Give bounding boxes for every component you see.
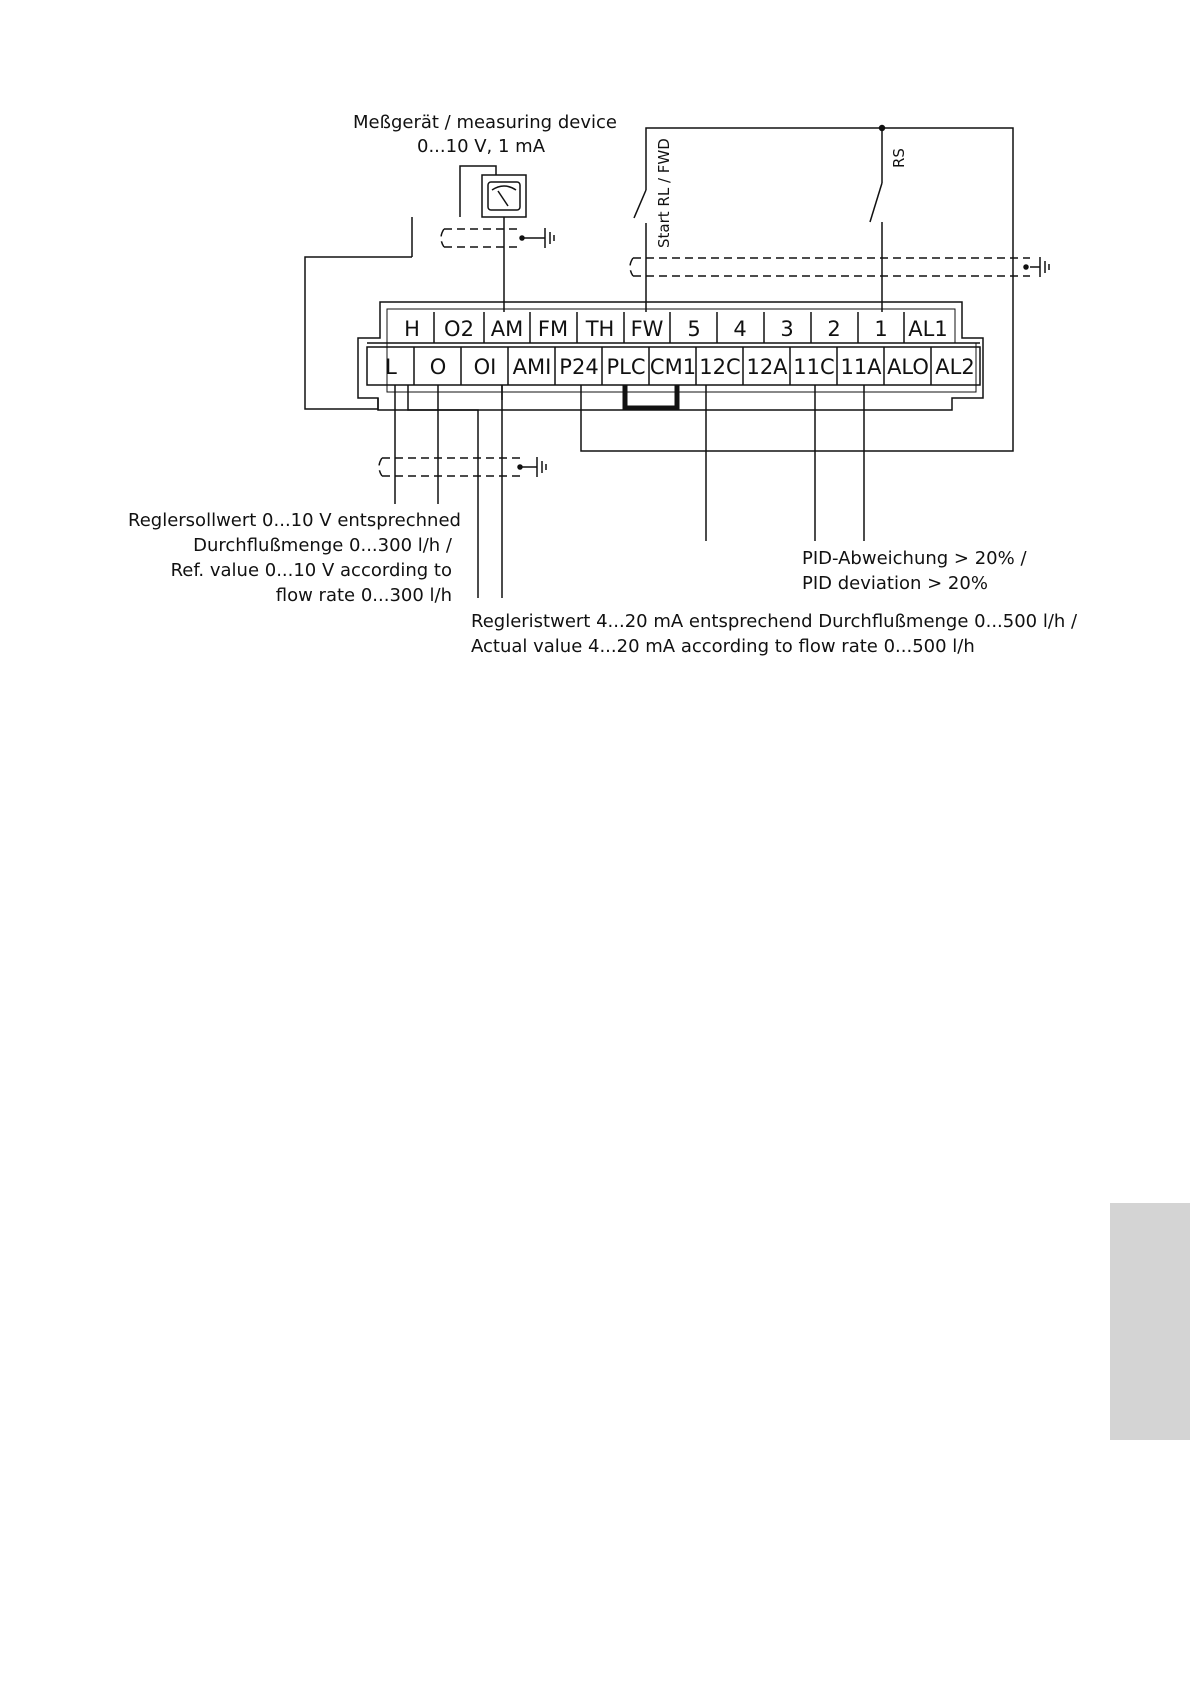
pid-line-1: PID-Abweichung > 20% /	[802, 548, 1027, 569]
terminal-2: 2	[827, 317, 840, 341]
bottom-row-labels: L O OI AMI P24 PLC CM1 12C 12A 11C 11A A…	[385, 355, 975, 379]
terminal-fw: FW	[631, 317, 664, 341]
terminal-ami: AMI	[513, 355, 552, 379]
terminal-th: TH	[585, 317, 615, 341]
terminal-12a: 12A	[746, 355, 788, 379]
reset-switch-label: RS	[890, 148, 908, 168]
terminal-p24: P24	[559, 355, 598, 379]
terminal-l: L	[385, 355, 397, 379]
side-tab	[1110, 1203, 1190, 1440]
pid-label: PID-Abweichung > 20% / PID deviation > 2…	[802, 546, 1027, 596]
top-row-cells	[433, 312, 905, 343]
terminal-h: H	[404, 317, 420, 341]
terminal-plc: PLC	[606, 355, 645, 379]
lower-shield	[378, 457, 520, 477]
actual-line-1: Regleristwert 4...20 mA entsprechend Dur…	[471, 611, 1078, 632]
top-row-labels: H O2 AM FM TH FW 5 4 3 2 1 AL1	[404, 317, 948, 341]
setpoint-line-1: Reglersollwert 0...10 V entsprechned	[128, 510, 461, 531]
switch-shield	[629, 257, 1030, 277]
terminal-o: O	[430, 355, 447, 379]
terminal-11c: 11C	[793, 355, 834, 379]
actual-line-2: Actual value 4...20 mA according to flow…	[471, 636, 975, 657]
meter-spec: 0...10 V, 1 mA	[417, 136, 546, 157]
terminal-alo: ALO	[887, 355, 929, 379]
start-switch-label: Start RL / FWD	[655, 138, 673, 248]
terminal-oi: OI	[474, 355, 497, 379]
bottom-row-cells	[413, 347, 932, 385]
meter-wire-left	[459, 165, 497, 217]
wire-left-loop	[304, 256, 412, 410]
terminal-fm: FM	[538, 317, 568, 341]
terminal-1: 1	[874, 317, 887, 341]
terminal-3: 3	[780, 317, 793, 341]
terminal-block-housing	[357, 301, 984, 411]
pid-line-2: PID deviation > 20%	[802, 573, 988, 594]
terminal-al1: AL1	[908, 317, 947, 341]
wire-o	[407, 385, 479, 598]
meter-title: Meßgerät / measuring device	[353, 112, 617, 133]
terminal-11a: 11A	[840, 355, 882, 379]
setpoint-line-3: Ref. value 0...10 V according to	[170, 560, 452, 581]
terminal-cm1: CM1	[650, 355, 696, 379]
setpoint-label: Reglersollwert 0...10 V entsprechned Dur…	[128, 508, 461, 608]
meter-shield	[440, 228, 520, 248]
terminal-4: 4	[733, 317, 746, 341]
terminal-5: 5	[687, 317, 700, 341]
terminal-12c: 12C	[699, 355, 740, 379]
terminal-o2: O2	[444, 317, 474, 341]
actual-label: Regleristwert 4...20 mA entsprechend Dur…	[471, 609, 1077, 659]
terminal-al2: AL2	[935, 355, 974, 379]
terminal-am: AM	[491, 317, 523, 341]
setpoint-line-4: flow rate 0...300 l/h	[275, 585, 452, 606]
plc-cm1-jumper	[622, 385, 680, 411]
setpoint-line-2: Durchflußmenge 0...300 l/h /	[193, 535, 452, 556]
